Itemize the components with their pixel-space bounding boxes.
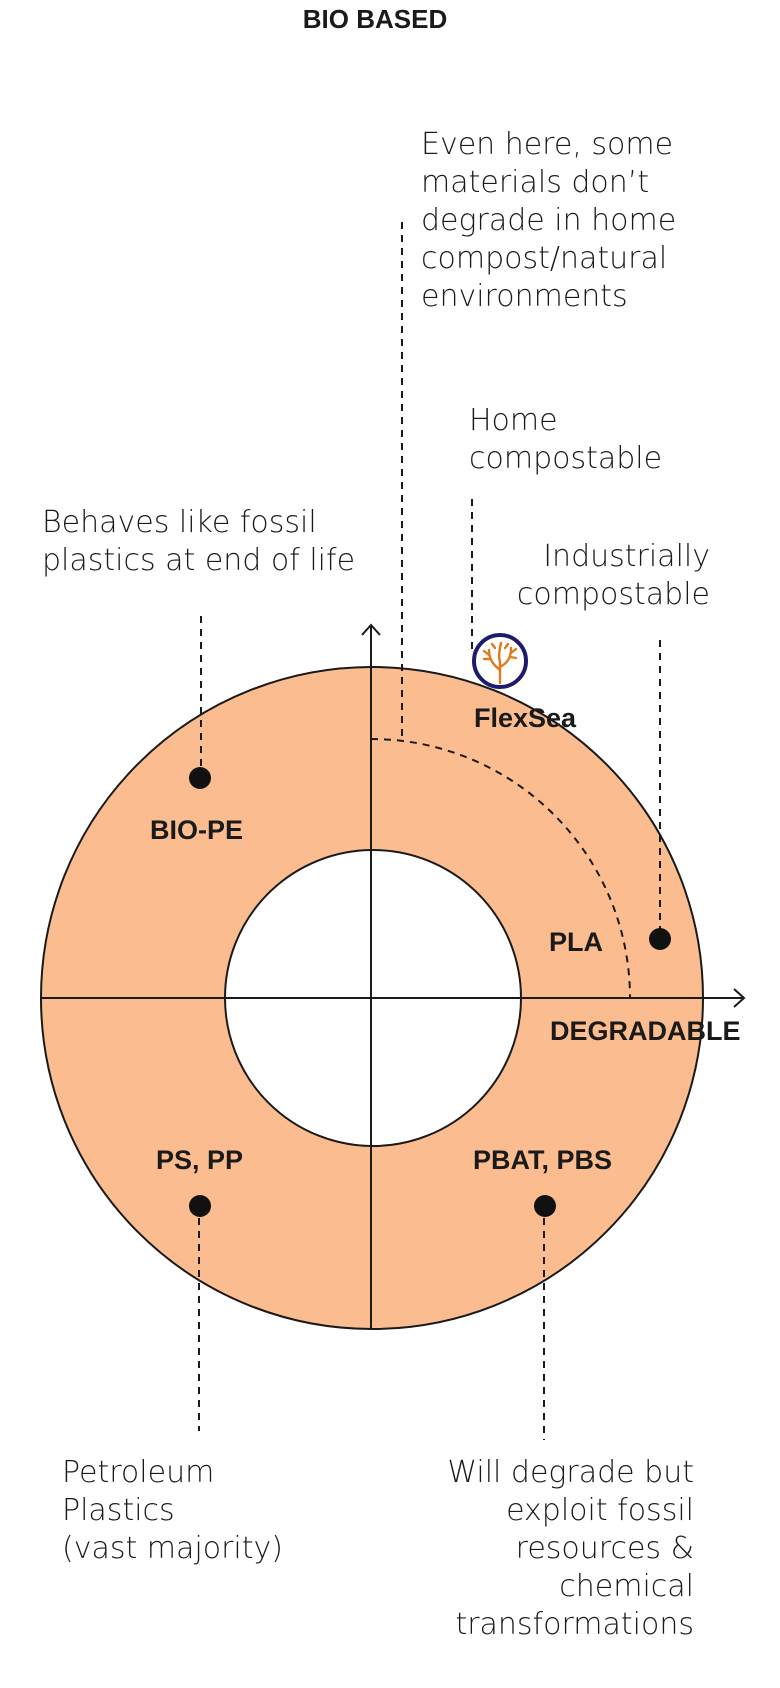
note-line: degrade in home: [421, 203, 677, 238]
note-line: Even here, some: [421, 127, 674, 162]
label-bio-pe: BIO-PE: [150, 815, 243, 845]
flexsea-logo: [472, 633, 528, 689]
note-home-degrade: Even here, some materials don’t degrade …: [421, 126, 676, 316]
note-line: chemical: [559, 1569, 694, 1604]
note-line: Will degrade but: [447, 1455, 694, 1490]
note-line: Petroleum: [62, 1455, 215, 1490]
seaweed-icon: [482, 641, 518, 685]
label-flexsea: FlexSea: [474, 703, 577, 733]
y-axis-arrowhead: [361, 623, 381, 636]
note-line: (vast majority): [62, 1531, 283, 1566]
note-home-compostable: Home compostable: [469, 402, 662, 478]
dot-ps-pp: [189, 1195, 211, 1217]
note-line: resources &: [515, 1531, 694, 1566]
note-line: plastics at end of life: [42, 543, 356, 578]
note-line: Behaves like fossil: [42, 505, 317, 540]
label-ps-pp: PS, PP: [156, 1145, 243, 1175]
x-axis-arrowhead: [733, 988, 746, 1008]
note-line: exploit fossil: [506, 1493, 694, 1528]
note-industrial: Industrially compostable: [410, 538, 710, 614]
note-will-degrade: Will degrade but exploit fossil resource…: [394, 1454, 694, 1644]
note-line: environments: [421, 279, 628, 314]
label-pbat-pbs: PBAT, PBS: [473, 1145, 612, 1175]
note-line: Industrially: [543, 539, 710, 574]
note-fossil-like: Behaves like fossil plastics at end of l…: [42, 504, 355, 580]
dot-bio-pe: [189, 767, 211, 789]
label-pla: PLA: [549, 927, 603, 957]
note-line: compost/natural: [421, 241, 668, 276]
note-petroleum: Petroleum Plastics (vast majority): [62, 1454, 283, 1568]
note-line: Home: [469, 403, 558, 438]
note-line: transformations: [455, 1607, 694, 1642]
y-axis-label-bio-based: BIO BASED: [302, 4, 448, 34]
note-line: compostable: [516, 577, 710, 612]
note-line: Plastics: [62, 1493, 175, 1528]
note-line: compostable: [469, 441, 663, 476]
dot-pbat-pbs: [534, 1195, 556, 1217]
note-line: materials don’t: [421, 165, 650, 200]
dot-pla: [649, 928, 671, 950]
x-axis-label-degradable: DEGRADABLE: [550, 1016, 741, 1046]
